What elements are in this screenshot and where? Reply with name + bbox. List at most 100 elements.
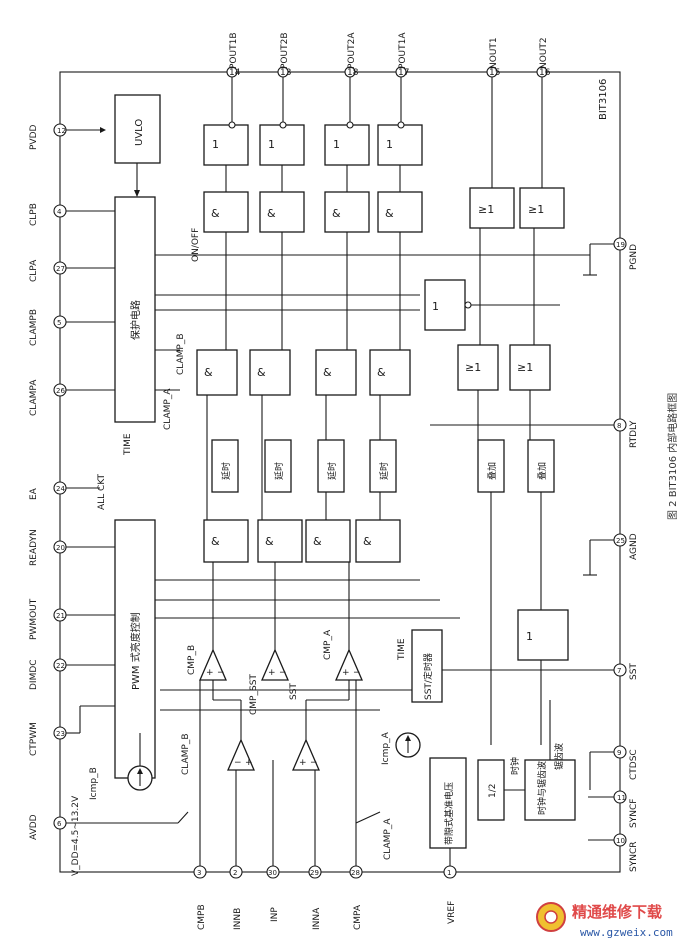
or-nout1 [469,187,515,229]
vdd-range-label: V_DD=4.5~13.2V [71,795,81,876]
pwm-dimming-label: PWM 式亮度控制 [129,612,142,690]
pin-13-num: 13 [280,68,291,78]
pin-28-label: CMPA [353,904,363,930]
pin-18 [344,66,356,78]
pin-25-label: AGND [629,533,639,560]
cmp-sst [261,648,289,681]
delay-blocks: 延时 延时 延时 延时 [211,439,397,493]
pin-20-label: READYN [29,529,39,566]
pin-29-label: INNA [312,907,322,930]
pin-9-num: 9 [617,749,621,757]
clock-label: 时钟 [509,757,521,775]
pin-15-num: 15 [489,68,500,78]
all-ckt-label: ALL CKT [97,473,107,510]
clamp-b-label-top: CLAMP_B [176,333,186,375]
and-r3-4-label: & [363,535,372,548]
sawtooth-label: 锯齿波 [553,743,565,770]
and-r3-2 [257,519,303,563]
on-off-label: ON/OFF [191,228,201,262]
inv-pout2a-label: 1 [333,138,340,151]
pin-1-num: 1 [447,869,451,877]
pin-19-num: 19 [616,241,625,249]
pin-4-label: CLPB [29,203,39,226]
watermark-title: 精通维修下载 [572,903,662,921]
pin-10-label: SYNCR [629,842,639,872]
or-mid-1-label: ≥1 [465,361,481,374]
pin-7-num: 7 [617,667,621,675]
pin-17 [395,66,407,78]
pin-21-num: 21 [56,612,65,620]
cmp-a-label: CMP_A [323,629,333,660]
and-r3-3-label: & [313,535,322,548]
and-1a-label: & [385,207,394,220]
pin-19-label: PGND [629,244,639,270]
pin-11-label: SYNCF [629,799,639,828]
pin-14-label: POUT1B [229,33,239,70]
add-1 [477,439,505,493]
bandgap-label: 带隙式基准电压 [443,782,455,845]
clamp-a-label-top: CLAMP_A [163,388,173,430]
pin-15 [486,66,498,78]
output-inverters: 1 1 1 1 [203,121,423,166]
pin-6-label: AVDD [29,814,39,840]
or-nout1-label: ≥1 [478,203,494,216]
svg-text:+: + [206,668,214,678]
pin-26-num: 26 [56,387,65,395]
and-r2-2-label: & [257,366,266,379]
or-mid-1 [457,344,499,391]
and-r2-2 [249,349,291,396]
pin-27-num: 27 [56,265,65,273]
and-r2-3-label: & [323,366,332,379]
or-nout2 [519,187,565,229]
inv-pout2b [259,124,305,166]
and-1b [203,191,249,233]
add-1-label: 叠加 [487,462,498,480]
add-2-label: 叠加 [537,462,548,480]
pin-30-label: INP [270,907,280,922]
pin-24-num: 24 [56,485,65,493]
delay-1-label: 延时 [220,462,232,480]
and-row-1: & & & & [203,165,423,350]
pin-2-label: INNB [233,908,243,930]
pin-18-label: POUT2A [347,32,357,69]
pin-4-num: 4 [57,208,62,216]
pin-6-num: 6 [57,820,62,828]
svg-text:+: + [245,758,253,768]
top-pins: POUT1B 14 POUT2B 13 POUT2A 18 POUT1A 17 … [226,32,551,188]
or-nout2-label: ≥1 [528,203,544,216]
pin-16 [536,66,548,78]
icmp-a-label: Icmp_A [381,731,391,765]
and-r3-3 [305,519,351,563]
pin-14 [226,66,238,78]
icmp-b-label: Icmp_B [89,767,99,800]
pin-13-label: POUT2B [280,33,290,70]
inv-mid [424,279,466,331]
pin-8-num: 8 [617,422,621,430]
pin-2-num: 2 [233,869,237,877]
watermark: 精通维修下载 www.gzweix.com [536,902,673,939]
and-r2-4 [369,349,411,396]
delay-4-label: 延时 [378,462,390,480]
inv-pout1a [377,124,423,166]
bottom-pins: 3 CMPB 2 INNB 30 INP 29 INNA 28 CMPA 1 V… [193,680,457,930]
cmp-sst-label: CMP_SST [249,674,259,715]
pin-5-label: CLAMPB [29,309,39,346]
chip-name: BIT3106 [598,79,609,120]
inv-mid-label: 1 [432,300,439,313]
delay-2-label: 延时 [273,462,285,480]
pin-28-num: 28 [351,869,360,877]
pin-11-num: 11 [617,794,626,802]
pin-3-label: CMPB [197,904,207,930]
inv-pout1a-label: 1 [386,138,393,151]
and-2b-label: & [267,207,276,220]
pin-24-label: EA [29,487,39,500]
time-label: TIME [123,433,133,456]
opamp-b [227,738,255,771]
and-r3-1-label: & [211,535,220,548]
pin-17-label: POUT1A [398,32,408,69]
and-2a [324,191,370,233]
and-r3-4 [355,519,401,563]
pin-26-label: CLAMPA [29,379,39,416]
pin-23-label: CTPWM [29,722,39,756]
